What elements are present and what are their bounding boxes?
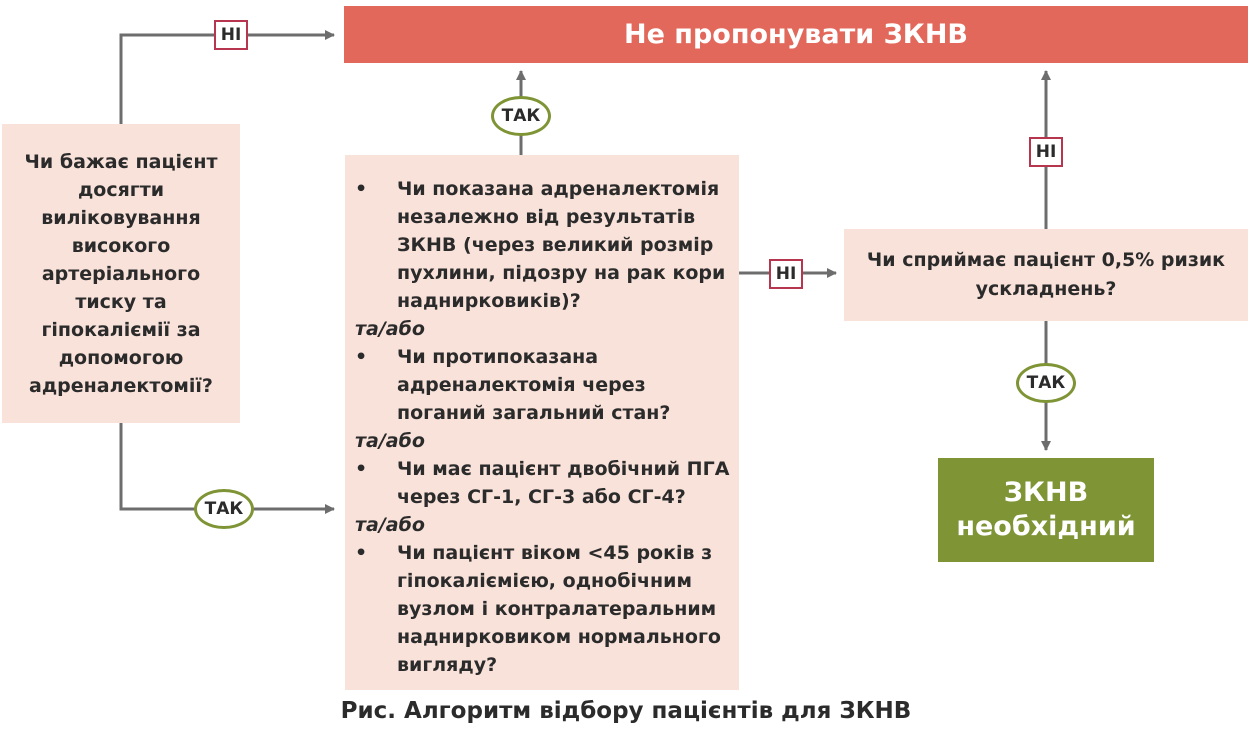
yes-label-q1: ТАК bbox=[194, 489, 254, 529]
bullet-icon: • bbox=[355, 542, 368, 564]
question3-text: Чи сприймає пацієнт 0,5% ризик ускладнен… bbox=[866, 249, 1226, 300]
question3-box: Чи сприймає пацієнт 0,5% ризик ускладнен… bbox=[844, 229, 1248, 321]
no-label-q3: НІ bbox=[1029, 137, 1063, 167]
connector-and-or-3: та/або bbox=[355, 514, 425, 536]
figure-caption: Рис. Алгоритм відбору пацієнтів для ЗКНВ bbox=[340, 698, 912, 724]
question2-item-2: • Чи протипоказана адреналектомія через … bbox=[355, 343, 731, 427]
required-box-text: ЗКНВ необхідний bbox=[956, 477, 1136, 542]
question1-box: Чи бажає пацієнт досягти виліковування в… bbox=[2, 124, 240, 423]
arrow-q1-yes bbox=[119, 423, 335, 514]
question2-item-1: • Чи показана адреналектомія незалежно в… bbox=[355, 175, 731, 315]
question2-item-3-text: Чи має пацієнт двобічний ПГА через СГ-1,… bbox=[397, 458, 730, 508]
yes-label-q3: ТАК bbox=[1016, 363, 1076, 403]
arrow-q1-no bbox=[119, 30, 335, 124]
reject-box-text: Не пропонувати ЗКНВ bbox=[624, 19, 968, 50]
question2-item-1-text: Чи показана адреналектомія незалежно від… bbox=[397, 178, 726, 312]
required-box: ЗКНВ необхідний bbox=[938, 458, 1154, 562]
question2-item-2-text: Чи протипоказана адреналектомія через по… bbox=[397, 346, 671, 424]
question2-item-3: • Чи має пацієнт двобічний ПГА через СГ-… bbox=[355, 455, 731, 511]
no-label-q1: НІ bbox=[214, 20, 248, 50]
question1-text: Чи бажає пацієнт досягти виліковування в… bbox=[24, 150, 218, 397]
question2-item-4-text: Чи пацієнт віком <45 років з гіпокаліємі… bbox=[397, 542, 721, 676]
bullet-icon: • bbox=[355, 458, 368, 480]
question2-item-4: • Чи пацієнт віком <45 років з гіпокаліє… bbox=[355, 539, 731, 679]
yes-label-q2: ТАК bbox=[491, 96, 551, 136]
question2-box: • Чи показана адреналектомія незалежно в… bbox=[345, 155, 739, 690]
bullet-icon: • bbox=[355, 178, 368, 200]
reject-box: Не пропонувати ЗКНВ bbox=[344, 6, 1248, 63]
no-label-q2: НІ bbox=[769, 259, 803, 289]
connector-and-or-1: та/або bbox=[355, 318, 425, 340]
bullet-icon: • bbox=[355, 346, 368, 368]
connector-and-or-2: та/або bbox=[355, 430, 425, 452]
